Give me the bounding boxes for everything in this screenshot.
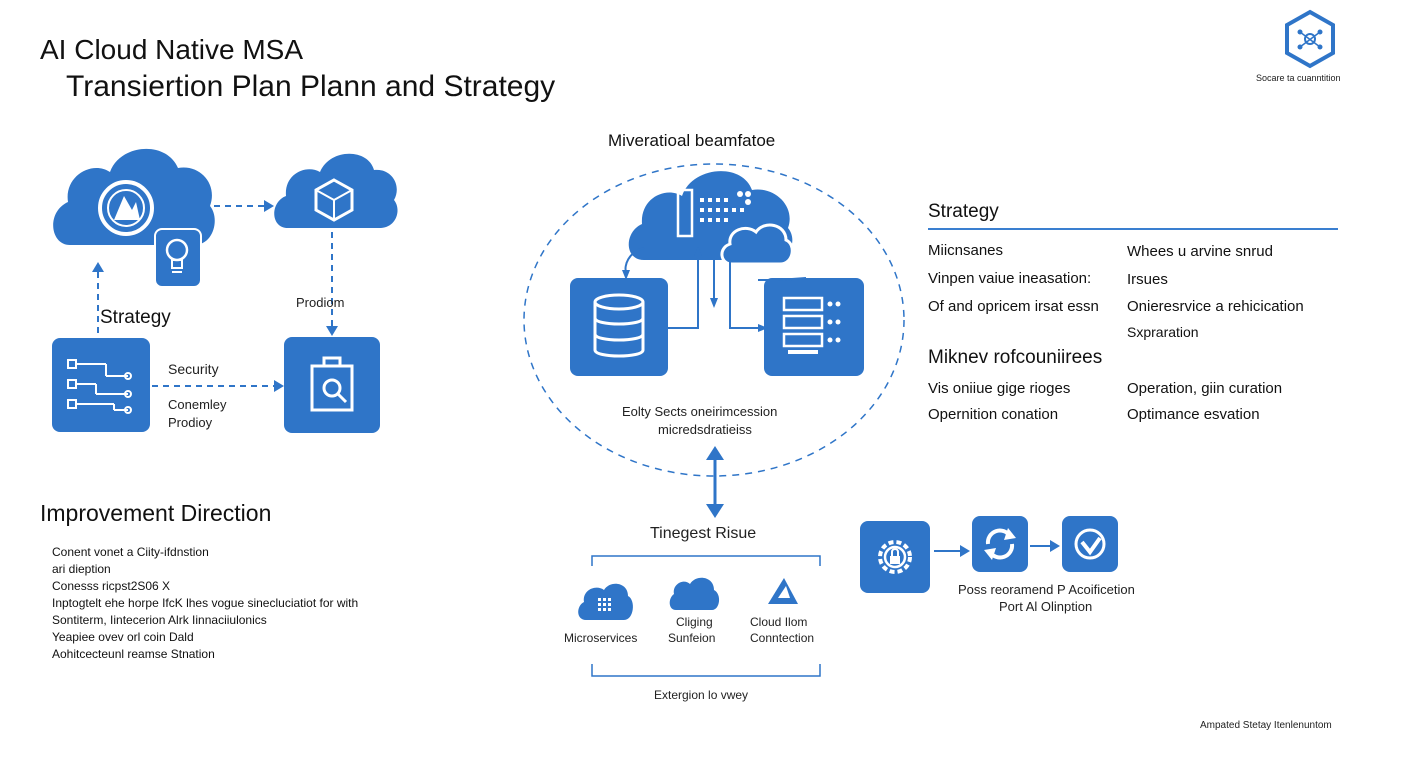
footer-note: Ampated Stetay Itenlenuntom bbox=[1200, 720, 1332, 731]
check-shield-icon bbox=[1074, 528, 1106, 560]
lightbulb-icon bbox=[165, 238, 189, 273]
bottom-item-cloud-line1: Cloud Ilom bbox=[750, 615, 808, 629]
process-caption-line1: Poss reoramend P Acoificetion bbox=[958, 582, 1135, 597]
cloud-icon bbox=[669, 577, 720, 610]
problem-label: Prodiom bbox=[296, 295, 345, 310]
strategy-row2-right: Irsues bbox=[1127, 271, 1168, 288]
refresh-tile bbox=[972, 516, 1028, 572]
page-title-line1: AI Cloud Native MSA bbox=[40, 34, 303, 65]
cloud-cube-icon bbox=[274, 153, 398, 228]
arrow-right-solid-1 bbox=[934, 545, 970, 557]
improvement-list: Conent vonet a Ciity-ifdnstion ari diept… bbox=[52, 544, 358, 663]
double-arrow-vertical bbox=[706, 446, 724, 518]
security-lock-tile bbox=[284, 337, 380, 433]
strategy-row3-right: Onieresrvice a rehicication bbox=[1127, 298, 1304, 315]
lock-document-icon bbox=[310, 356, 354, 412]
bottom-item-cliging-line2: Sunfeion bbox=[668, 631, 716, 645]
arrow-down-dashed bbox=[326, 232, 338, 336]
cloud-ai-icon bbox=[53, 148, 215, 245]
brand-logo-icon bbox=[1285, 9, 1335, 69]
center-title: Miveratioal beamfatoe bbox=[608, 131, 776, 150]
strategy-panel-title: Strategy bbox=[928, 201, 999, 222]
architecture-boundary bbox=[523, 163, 905, 477]
conemey-label: Conemley bbox=[168, 397, 227, 412]
improvement-item: ari dieption bbox=[52, 562, 111, 576]
bottom-title: Tinegest Risue bbox=[650, 525, 757, 542]
strategy-divider bbox=[928, 228, 1338, 230]
arrow-right-solid-2 bbox=[1030, 540, 1060, 552]
improvement-item: Sontiterm, Iintecerion Alrk Iinnaciiulon… bbox=[52, 613, 267, 627]
strategy-label: Strategy bbox=[100, 307, 171, 328]
grid-cloud-icon bbox=[578, 583, 633, 620]
center-caption-line1: Eolty Sects oneirimcession bbox=[622, 404, 778, 419]
lightbulb-tile bbox=[154, 228, 202, 288]
security-label: Security bbox=[168, 361, 219, 377]
improvement-title: Improvement Direction bbox=[40, 500, 272, 526]
flow-connectors bbox=[622, 246, 807, 332]
strategy-row4-right: Sxpraration bbox=[1127, 324, 1199, 340]
arrow-right-dashed bbox=[214, 200, 274, 212]
process-caption-line2: Port Al Olinption bbox=[999, 599, 1093, 614]
strategy-row1-left: Miicnsanes bbox=[928, 242, 1004, 259]
page-title-line2: Transiertion Plan Plann and Strategy bbox=[66, 70, 556, 103]
improvement-item: Conent vonet a Ciity-ifdnstion bbox=[52, 545, 209, 559]
bottom-bracket bbox=[591, 555, 821, 677]
cloud-server-icon bbox=[628, 171, 794, 266]
prodioy-label: Prodioy bbox=[168, 415, 213, 430]
strategy-row1-right: Whees u arvine snrud bbox=[1127, 243, 1273, 260]
check-tile bbox=[1062, 516, 1118, 572]
strategy2-row2-left: Opernition conation bbox=[928, 406, 1059, 423]
refresh-icon bbox=[984, 528, 1016, 560]
bottom-item-cliging-line1: Cliging bbox=[676, 615, 713, 629]
bottom-item-cloud-line2: Conntection bbox=[750, 631, 815, 645]
center-caption-line2: micredsdratieiss bbox=[658, 422, 752, 437]
bottom-item-microservices: Microservices bbox=[564, 631, 638, 645]
strategy-row2-left: Vinpen vaiue ineasation: bbox=[928, 270, 1092, 287]
gear-lock-icon bbox=[878, 540, 912, 574]
logo-caption: Socare ta cuanntition bbox=[1256, 73, 1341, 83]
improvement-item: Inptogtelt ehe horpe IfcK lhes vogue sin… bbox=[52, 596, 359, 610]
server-rack-icon bbox=[782, 296, 841, 354]
strategy2-row1-left: Vis oniiue gige rioges bbox=[928, 380, 1071, 397]
strategy-row3-left: Of and opricem irsat essn bbox=[928, 298, 1099, 315]
strategy-subtitle: Miknev rofcouniirees bbox=[928, 347, 1103, 368]
database-icon bbox=[593, 293, 645, 358]
improvement-item: Conesss ricpst2S06 X bbox=[52, 579, 171, 593]
strategy2-row1-right: Operation, giin curation bbox=[1127, 380, 1283, 397]
arrow-right-dashed-2 bbox=[152, 380, 284, 392]
circuit-icon bbox=[67, 359, 132, 414]
improvement-item: Aohitcecteunl reamse Stnation bbox=[52, 647, 215, 661]
strategy2-row2-right: Optimance esvation bbox=[1127, 406, 1260, 423]
improvement-item: Yeapiee ovev orl coin Dald bbox=[52, 630, 194, 644]
arrow-triangle-icon bbox=[768, 578, 798, 604]
bottom-footer: Extergion lo vwey bbox=[654, 688, 749, 702]
arrow-up-dashed bbox=[92, 262, 104, 338]
